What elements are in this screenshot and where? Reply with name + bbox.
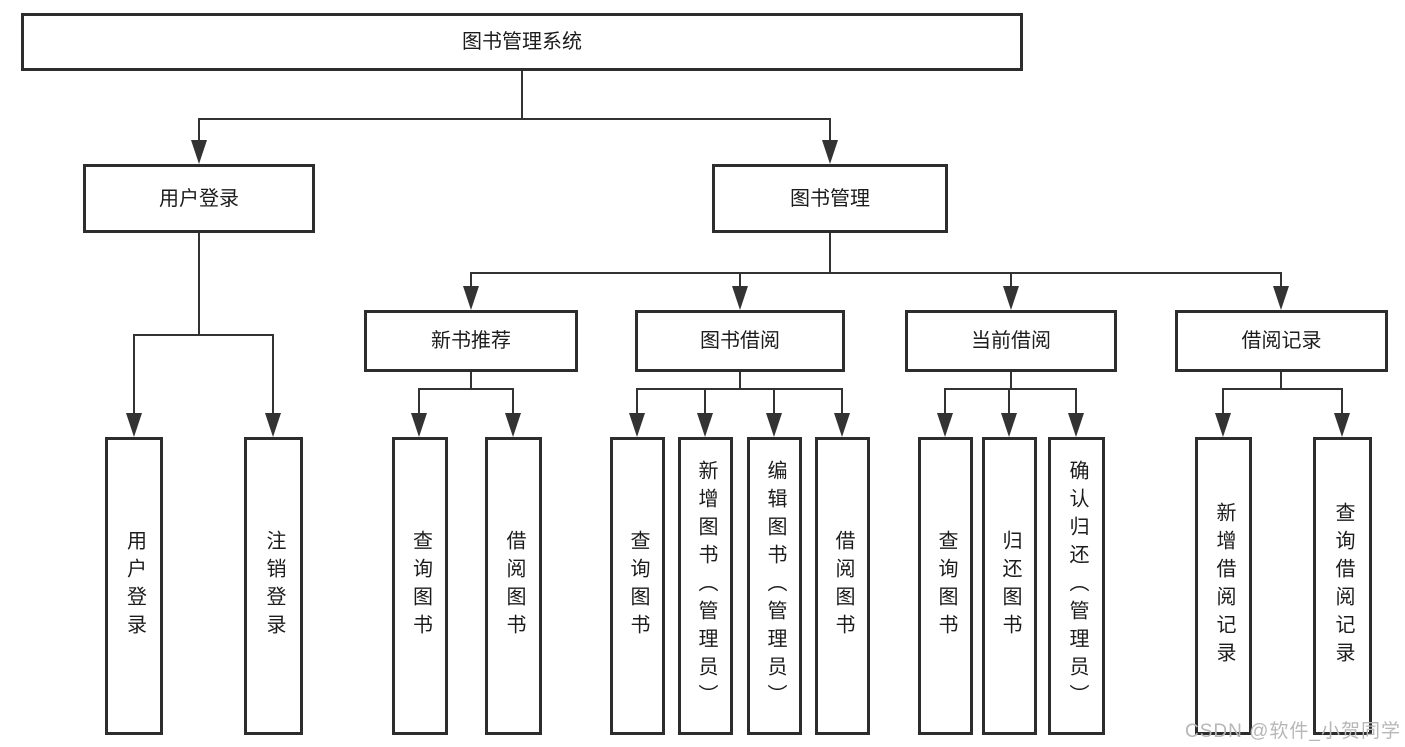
node-borrow-records-label: 借阅记录 <box>1241 330 1322 352</box>
leaf-borrow-borrow-book: 借阅图书 <box>815 437 870 735</box>
leaf-query-borrow-record: 查询借阅记录 <box>1313 437 1372 735</box>
leaf-add-book-admin-label: 新增图书（管理员） <box>695 460 717 712</box>
connector-line <box>470 372 472 388</box>
connector-line <box>1010 372 1012 388</box>
connector-line <box>636 388 843 390</box>
leaf-return-book-label: 归还图书 <box>999 530 1021 642</box>
leaf-borrow-borrow-book-label: 借阅图书 <box>832 530 854 642</box>
leaf-logout-login: 注销登录 <box>244 437 303 735</box>
leaf-confirm-return-admin: 确认归还（管理员） <box>1048 437 1105 735</box>
node-current-borrow: 当前借阅 <box>905 310 1117 372</box>
node-book-manage: 图书管理 <box>712 164 948 233</box>
node-root-label: 图书管理系统 <box>462 31 582 53</box>
arrow-down-icon <box>834 388 850 437</box>
arrow-down-icon <box>697 388 713 437</box>
arrow-down-icon <box>126 334 142 437</box>
node-user-login: 用户登录 <box>83 164 315 233</box>
leaf-borrow-query-book: 查询图书 <box>610 437 665 735</box>
connector-line <box>829 233 831 272</box>
arrow-down-icon <box>1215 388 1231 437</box>
arrow-down-icon <box>1273 272 1289 310</box>
leaf-add-borrow-record: 新增借阅记录 <box>1195 437 1252 735</box>
csdn-watermark: CSDN @软件_小贺同学 <box>1185 721 1401 742</box>
arrow-down-icon <box>1068 388 1084 437</box>
leaf-user-login-label: 用户登录 <box>123 530 146 642</box>
leaf-recommend-query-book: 查询图书 <box>392 437 448 735</box>
leaf-query-borrow-record-label: 查询借阅记录 <box>1332 502 1354 670</box>
node-book-manage-label: 图书管理 <box>790 187 870 210</box>
node-root-system: 图书管理系统 <box>21 13 1023 71</box>
connector-line <box>198 118 830 120</box>
arrow-down-icon <box>265 334 281 437</box>
connector-line <box>944 388 1077 390</box>
arrow-down-icon <box>822 118 838 164</box>
node-book-borrow: 图书借阅 <box>635 310 845 372</box>
node-current-borrow-label: 当前借阅 <box>971 330 1051 352</box>
arrow-down-icon <box>1334 388 1350 437</box>
connector-line <box>1222 388 1343 390</box>
connector-line <box>739 372 741 388</box>
arrow-down-icon <box>1001 388 1017 437</box>
arrow-down-icon <box>463 272 479 310</box>
leaf-current-query-book-label: 查询图书 <box>935 530 957 642</box>
connector-line <box>521 71 523 118</box>
leaf-edit-book-admin: 编辑图书（管理员） <box>747 437 802 735</box>
leaf-recommend-query-book-label: 查询图书 <box>409 530 432 642</box>
arrow-down-icon <box>411 388 427 437</box>
leaf-logout-login-label: 注销登录 <box>263 530 285 642</box>
leaf-edit-book-admin-label: 编辑图书（管理员） <box>764 460 786 712</box>
connector-line <box>1280 372 1282 388</box>
connector-line <box>418 388 514 390</box>
arrow-down-icon <box>766 388 782 437</box>
node-new-book-recommend-label: 新书推荐 <box>431 330 511 352</box>
arrow-down-icon <box>937 388 953 437</box>
node-borrow-records: 借阅记录 <box>1175 310 1388 372</box>
leaf-recommend-borrow-book: 借阅图书 <box>485 437 542 735</box>
leaf-confirm-return-admin-label: 确认归还（管理员） <box>1066 460 1088 712</box>
arrow-down-icon <box>629 388 645 437</box>
arrow-down-icon <box>1003 272 1019 310</box>
leaf-current-query-book: 查询图书 <box>918 437 973 735</box>
connector-line <box>198 233 200 334</box>
node-book-borrow-label: 图书借阅 <box>700 330 780 352</box>
arrow-down-icon <box>732 272 748 310</box>
connector-line <box>133 334 274 336</box>
leaf-borrow-query-book-label: 查询图书 <box>627 530 649 642</box>
leaf-recommend-borrow-book-label: 借阅图书 <box>503 530 525 642</box>
leaf-return-book: 归还图书 <box>982 437 1037 735</box>
leaf-add-borrow-record-label: 新增借阅记录 <box>1213 502 1235 670</box>
node-user-login-label: 用户登录 <box>159 187 239 210</box>
leaf-add-book-admin: 新增图书（管理员） <box>678 437 733 735</box>
connector-line <box>470 272 1281 274</box>
arrow-down-icon <box>505 388 521 437</box>
node-new-book-recommend: 新书推荐 <box>364 310 578 372</box>
leaf-user-login: 用户登录 <box>105 437 163 735</box>
arrow-down-icon <box>191 118 207 164</box>
